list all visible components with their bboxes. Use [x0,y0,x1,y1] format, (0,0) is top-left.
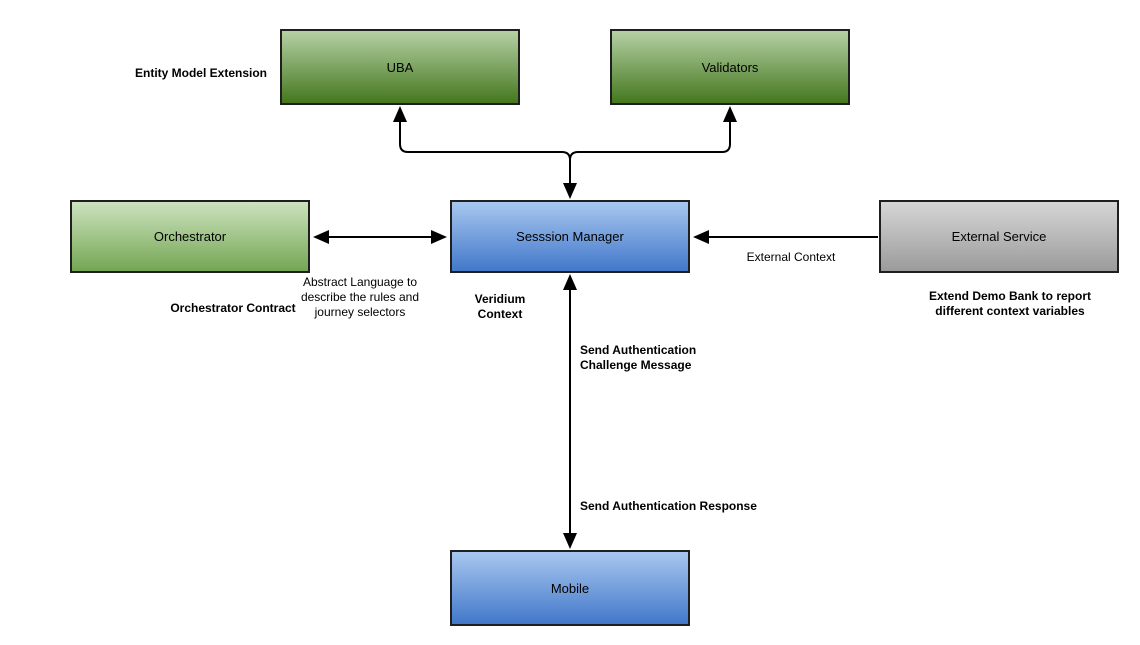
orchestrator-session-connector [313,230,447,244]
arrowhead-into-session-bottom [563,274,577,290]
external-service-node-label: External Service [951,229,1047,244]
send-auth-challenge-edge-label: Send Authentication Challenge Message [580,343,697,372]
arrowhead-into-mobile [563,533,577,549]
veridium-context-label: Veridium Context [474,292,526,321]
mobile-node: Mobile [450,550,690,626]
uba-node: UBA [280,29,520,105]
arrowhead-into-validators [723,106,737,122]
validators-node: Validators [610,29,850,105]
orchestrator-node-label: Orchestrator [153,229,227,244]
arrowhead-into-session-left [431,230,447,244]
external-context-edge-label: External Context [746,250,836,264]
abstract-language-edge-label: Abstract Language to describe the rules … [300,275,420,319]
arrowhead-into-session-right [693,230,709,244]
arrowhead-into-uba [393,106,407,122]
arrowhead-into-orchestrator [313,230,329,244]
extend-demo-bank-label: Extend Demo Bank to report different con… [928,289,1092,318]
session-manager-node-label: Sesssion Manager [516,229,624,244]
orchestrator-node: Orchestrator [70,200,310,273]
entity-model-extension-label: Entity Model Extension [134,66,267,80]
orchestrator-contract-label: Orchestrator Contract [170,301,296,315]
uba-node-label: UBA [386,59,414,75]
external-service-session-connector [693,230,878,244]
arrowhead-into-session-top [563,183,577,199]
session-to-uba-validators-connector [393,106,737,199]
send-auth-response-edge-label: Send Authentication Response [580,499,757,513]
session-manager-node: Sesssion Manager [450,200,690,273]
session-mobile-connector [563,274,577,549]
mobile-node-label: Mobile [550,580,590,596]
validators-node-label: Validators [701,59,759,75]
external-service-node: External Service [879,200,1119,273]
